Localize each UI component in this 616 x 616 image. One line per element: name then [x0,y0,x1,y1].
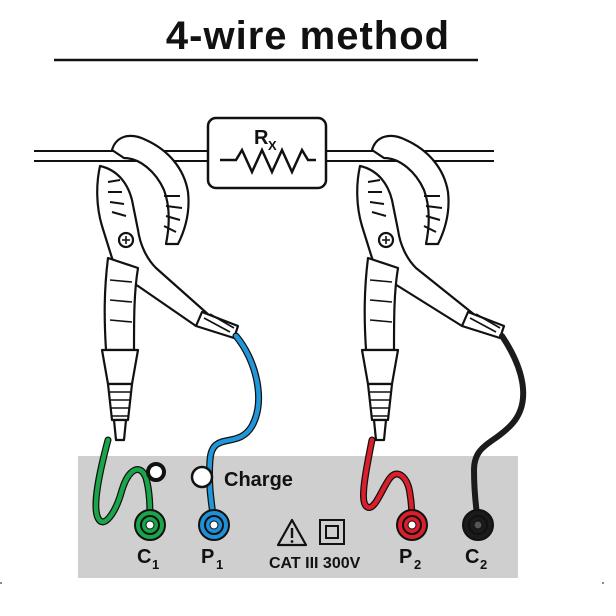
terminal-label-index: 1 [152,557,159,572]
terminal-label-letter: P [399,546,412,568]
terminal-label-letter: C [137,546,151,568]
warning-icon [276,518,308,547]
terminal-socket-c2 [462,509,494,541]
terminal-label-letter: C [465,546,479,568]
resistor-label: R [254,127,269,149]
double-insulation-icon [319,519,345,545]
right-clamp-probe [356,134,506,442]
left-clamp-probe [96,134,240,442]
terminal-label-letter: P [201,546,214,568]
terminal-socket-c1 [134,509,166,541]
black-lead [470,333,527,525]
terminal-label-index: 2 [480,557,487,572]
terminal-socket-p2 [396,509,428,541]
lead-cables [92,332,527,526]
cat-rating-label: CAT III 300V [269,555,361,572]
terminal-label-index: 1 [216,557,223,572]
terminal-sockets [134,509,494,541]
resistor-rx: R X [206,116,328,190]
diagram-title: 4-wire method [165,14,451,58]
terminal-label-index: 2 [414,557,421,572]
terminal-socket-p1 [198,509,230,541]
resistor-subscript: X [268,138,277,153]
charge-indicator-icon [190,465,214,489]
open-terminal-ring [146,462,166,482]
charge-label: Charge [224,469,293,491]
